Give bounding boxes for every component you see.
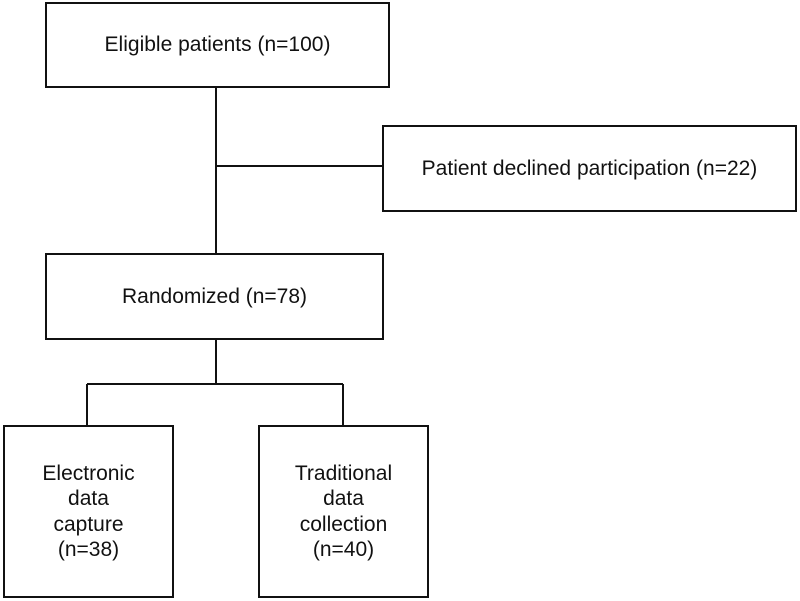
randomized-box: Randomized (n=78) (45, 253, 384, 340)
traditional-data-collection-box: Traditional data collection (n=40) (258, 425, 429, 598)
eligible-patients-box: Eligible patients (n=100) (45, 2, 390, 88)
eligible-patients-label: Eligible patients (n=100) (104, 33, 331, 57)
randomized-label: Randomized (n=78) (121, 284, 308, 308)
traditional-data-collection-label: Traditional data collection (n=40) (294, 462, 393, 561)
declined-participation-label: Patient declined participation (n=22) (421, 156, 758, 180)
electronic-data-capture-label: Electronic data capture (n=38) (42, 462, 135, 561)
declined-participation-box: Patient declined participation (n=22) (382, 125, 797, 212)
electronic-data-capture-box: Electronic data capture (n=38) (3, 425, 174, 598)
